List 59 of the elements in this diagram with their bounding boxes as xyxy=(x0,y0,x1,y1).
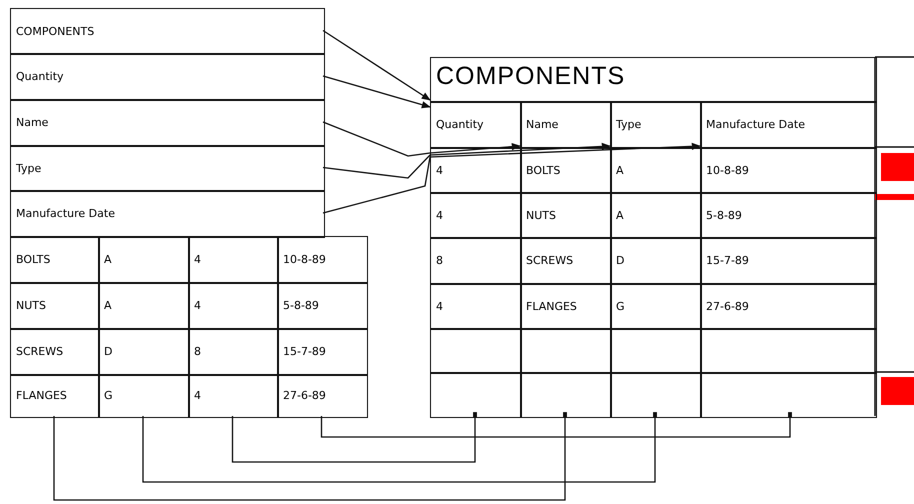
table-cell: 4 xyxy=(430,147,522,194)
table-cell: 4 xyxy=(188,236,278,284)
table-cell: Quantity xyxy=(430,101,522,148)
leader-arrow xyxy=(322,30,431,101)
table-cell: A xyxy=(610,147,702,194)
table-cell: 15-7-89 xyxy=(277,328,368,376)
empty-table-cell xyxy=(520,372,612,418)
table-cell: NUTS xyxy=(520,192,612,238)
table-cell: 15-7-89 xyxy=(700,237,876,284)
table-cell: Type xyxy=(610,101,702,148)
table-cell: FLANGES xyxy=(520,283,612,330)
field-row: COMPONENTS xyxy=(10,8,324,54)
table-cell: A xyxy=(610,192,702,238)
table-cell: 4 xyxy=(188,282,278,330)
leader-arrow xyxy=(322,142,611,179)
table-cell: 4 xyxy=(430,192,522,238)
table-cell: NUTS xyxy=(10,282,100,330)
table-cell: A xyxy=(98,236,190,284)
connector-line xyxy=(320,412,792,438)
table-cell: D xyxy=(610,237,702,284)
field-row: Name xyxy=(10,99,324,146)
table-cell: 10-8-89 xyxy=(277,236,368,284)
table-cell: BOLTS xyxy=(520,147,612,194)
leader-arrow xyxy=(322,121,521,157)
empty-table-cell xyxy=(700,372,876,418)
connector-line xyxy=(232,412,477,463)
empty-table-cell xyxy=(700,328,876,374)
empty-table-cell xyxy=(430,328,522,374)
empty-table-cell xyxy=(610,372,702,418)
field-row: Quantity xyxy=(10,53,324,100)
table-cell: 4 xyxy=(430,283,522,330)
table-cell: G xyxy=(610,283,702,330)
connector-line xyxy=(142,412,657,483)
table-cell: G xyxy=(98,374,190,418)
leader-arrow xyxy=(322,75,431,108)
table-cell: 27-6-89 xyxy=(277,374,368,418)
table-cell: BOLTS xyxy=(10,236,100,284)
table-cell: SCREWS xyxy=(520,237,612,284)
empty-table-cell xyxy=(430,372,522,418)
table-cell: 5-8-89 xyxy=(277,282,368,330)
table-cell: 4 xyxy=(188,374,278,418)
table-cell: D xyxy=(98,328,190,376)
table-cell: 5-8-89 xyxy=(700,192,876,238)
table-cell: SCREWS xyxy=(10,328,100,376)
table-cell: 27-6-89 xyxy=(700,283,876,330)
field-row: Type xyxy=(10,145,324,192)
leader-arrow xyxy=(322,142,701,214)
field-row: Manufacture Date xyxy=(10,190,324,238)
connector-line xyxy=(53,412,567,501)
table-cell: FLANGES xyxy=(10,374,100,418)
table-cell: 8 xyxy=(188,328,278,376)
empty-table-cell xyxy=(610,328,702,374)
table-cell: A xyxy=(98,282,190,330)
table-cell: 10-8-89 xyxy=(700,147,876,194)
table-title: COMPONENTS xyxy=(430,57,876,102)
empty-table-cell xyxy=(520,328,612,374)
table-cell: 8 xyxy=(430,237,522,284)
table-cell: Name xyxy=(520,101,612,148)
table-cell: Manufacture Date xyxy=(700,101,876,148)
